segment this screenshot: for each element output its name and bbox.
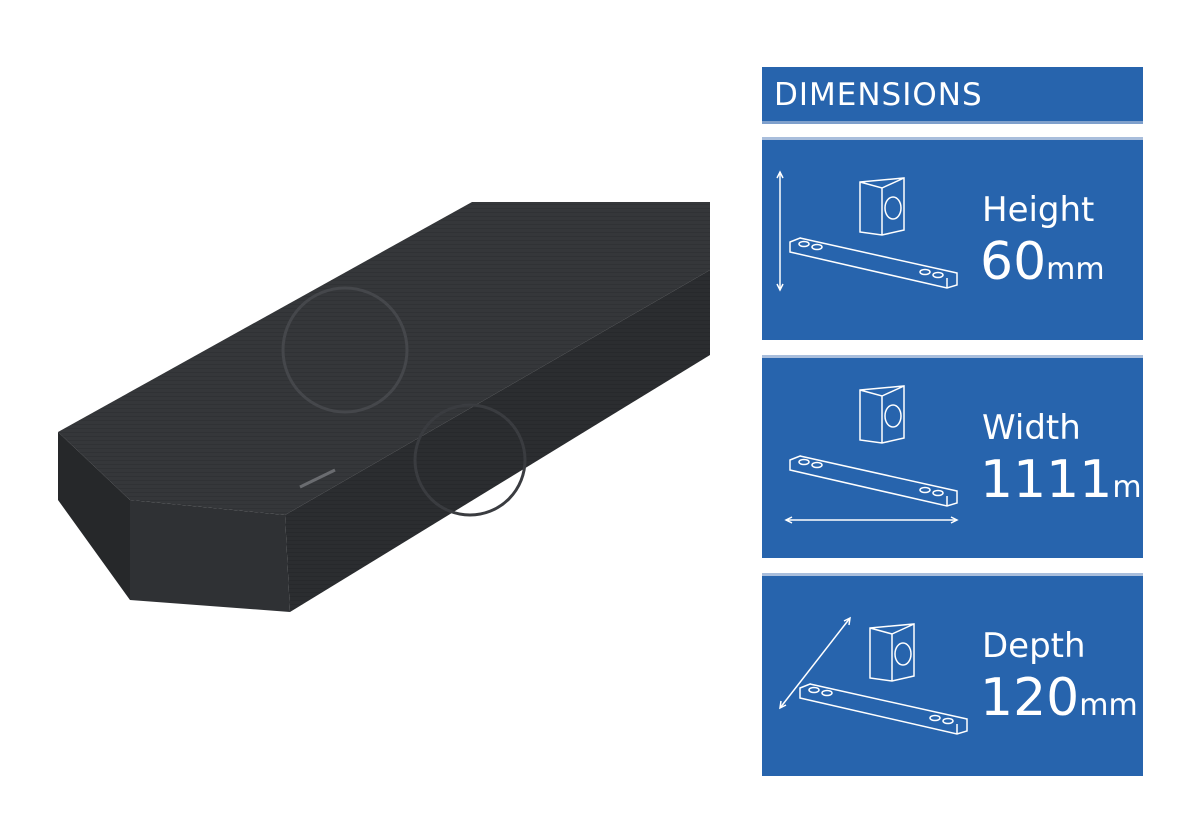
width-number: 1111 [980,450,1113,510]
width-soundbar-icon [784,385,959,524]
width-value: 1111mm [980,450,1171,510]
height-label: Height [982,190,1095,230]
depth-label: Depth [982,626,1086,666]
depth-panel: Depth 120mm [762,573,1143,776]
height-panel: Height 60mm [762,137,1143,340]
depth-number: 120 [980,668,1080,728]
dimensions-header: DIMENSIONS [762,67,1143,124]
width-unit: mm [1112,470,1171,505]
height-value: 60mm [980,232,1105,292]
soundbar-product-image [58,202,710,612]
depth-value: 120mm [980,668,1138,728]
height-unit: mm [1046,252,1105,287]
dimensions-title: DIMENSIONS [774,77,983,113]
width-label: Width [982,408,1081,448]
height-number: 60 [980,232,1047,292]
depth-unit: mm [1079,688,1138,723]
height-soundbar-icon [776,170,958,292]
width-panel: Width 1111mm [762,355,1171,558]
depth-soundbar-icon [779,616,968,735]
